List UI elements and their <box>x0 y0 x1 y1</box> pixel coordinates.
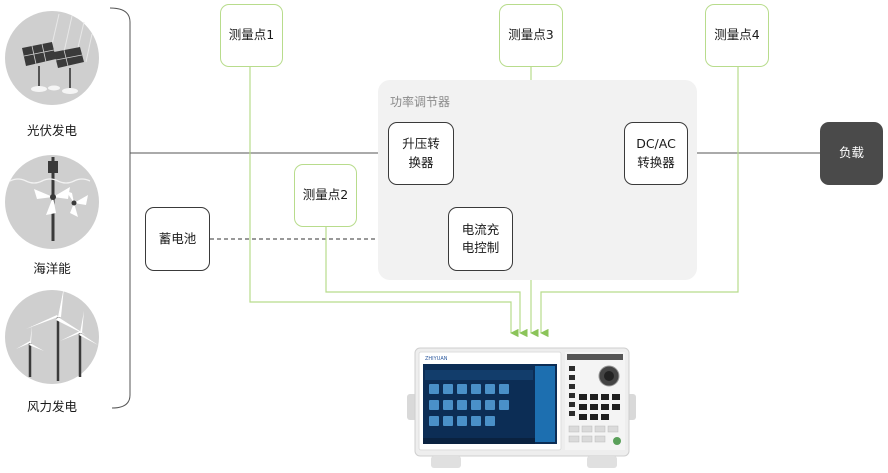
dcac-line-2: 转换器 <box>637 154 675 170</box>
load-box: 负载 <box>820 122 883 185</box>
measure-point-3: 测量点3 <box>499 4 563 67</box>
ocean-label: 海洋能 <box>33 261 71 276</box>
solar-panel-icon <box>5 11 99 105</box>
wind-turbine-icon <box>5 287 99 384</box>
measure-point-3-label: 测量点3 <box>508 27 554 43</box>
power-analyzer-device: ZHIYUAN <box>407 347 636 468</box>
ocean-turbine-icon <box>5 155 99 249</box>
charge-line-2: 电控制 <box>461 240 500 255</box>
probe-line-4 <box>540 67 739 338</box>
probe-line-1 <box>249 67 519 338</box>
boost-converter-box: 升压转换器 <box>388 122 454 185</box>
wind-label: 风力发电 <box>26 399 77 414</box>
measure-point-2-label: 测量点2 <box>302 187 349 203</box>
solar-label: 光伏发电 <box>26 123 77 138</box>
dcac-line-1: DC/AC <box>636 136 676 152</box>
boost-line-2: 换器 <box>408 154 434 170</box>
device-brand: ZHIYUAN <box>425 356 448 362</box>
charge-controller-box: 电流充电控制 <box>448 207 513 271</box>
measure-point-2: 测量点2 <box>294 164 357 227</box>
battery-label: 蓄电池 <box>158 230 197 246</box>
measure-point-1: 测量点1 <box>220 4 283 67</box>
measure-point-4-label: 测量点4 <box>714 27 760 43</box>
charge-line-1: 电流充 <box>461 221 500 237</box>
boost-line-1: 升压转 <box>402 136 440 152</box>
probe-line-2 <box>325 227 528 338</box>
power-regulator-label: 功率调节器 <box>390 95 451 109</box>
load-label: 负载 <box>838 145 864 161</box>
dcac-converter-box: DC/AC 转换器 <box>624 122 688 185</box>
battery-box: 蓄电池 <box>145 207 210 271</box>
measure-point-4: 测量点4 <box>705 4 769 67</box>
measure-point-1-label: 测量点1 <box>228 27 275 43</box>
source-bracket <box>109 7 131 409</box>
